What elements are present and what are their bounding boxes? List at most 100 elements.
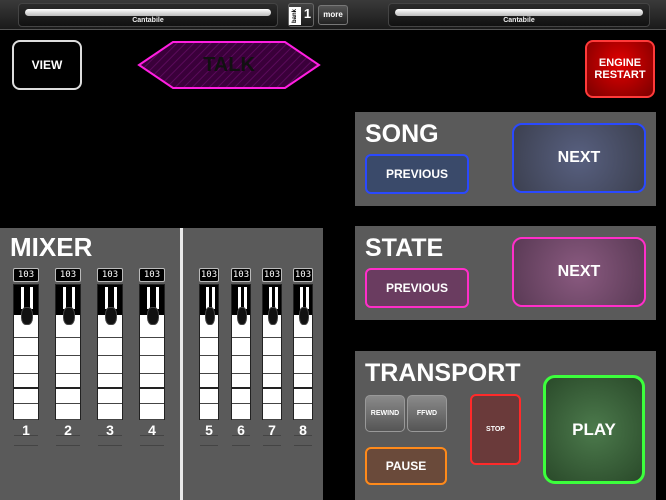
rewind-button[interactable]: REWIND: [365, 395, 405, 432]
fader-slit: [300, 287, 303, 309]
volume-fader[interactable]: [293, 284, 313, 446]
fader-scale-line: [140, 373, 164, 374]
fader-scale-line: [232, 403, 250, 404]
fader-scale-line: [98, 355, 122, 356]
volume-fader[interactable]: [13, 284, 39, 446]
fader-scale-line: [140, 337, 164, 338]
engine-restart-button[interactable]: ENGINE RESTART: [585, 40, 655, 98]
song-next-button[interactable]: NEXT: [512, 123, 646, 193]
fader-slit: [156, 287, 159, 309]
strip-level-meter: 103: [97, 268, 123, 282]
state-panel: STATE PREVIOUS NEXT: [355, 226, 656, 320]
fader-slit: [206, 287, 209, 309]
talk-button[interactable]: TALK: [137, 40, 321, 90]
strip-number: 8: [299, 422, 307, 438]
fader-knob[interactable]: [299, 307, 309, 325]
talk-hexagon-shape: [137, 41, 321, 89]
fader-knob[interactable]: [237, 307, 247, 325]
fader-scale-line: [200, 435, 218, 436]
fader-scale-line: [294, 435, 312, 436]
pause-button[interactable]: PAUSE: [365, 447, 447, 485]
fader-scale-line: [294, 445, 312, 446]
fader-scale-line: [263, 373, 281, 374]
fader-scale-line: [263, 435, 281, 436]
play-button[interactable]: PLAY: [543, 375, 645, 484]
fader-scale-line: [14, 387, 38, 389]
fader-scale-line: [56, 403, 80, 404]
bank-button[interactable]: bank 1: [288, 3, 314, 27]
fader-scale-line: [56, 355, 80, 356]
fader-slit: [147, 287, 150, 309]
song-panel: SONG PREVIOUS NEXT: [355, 112, 656, 206]
fader-scale-line: [263, 403, 281, 404]
fader-scale-line: [56, 435, 80, 436]
left-slot-slider[interactable]: Cantabile: [18, 3, 278, 27]
fader-scale-line: [14, 435, 38, 436]
fader-slit: [30, 287, 33, 309]
fader-knob[interactable]: [105, 307, 117, 325]
fader-scale-line: [98, 387, 122, 389]
left-slot-label: Cantabile: [132, 17, 164, 24]
fader-scale-line: [294, 403, 312, 404]
fader-knob[interactable]: [147, 307, 159, 325]
fader-slit: [63, 287, 66, 309]
fader-scale-line: [263, 355, 281, 356]
fader-scale-line: [294, 373, 312, 374]
fader-scale-line: [140, 445, 164, 446]
fader-scale-line: [98, 419, 122, 420]
fader-scale-line: [294, 337, 312, 338]
volume-fader[interactable]: [97, 284, 123, 446]
fader-slit: [269, 287, 272, 309]
left-slot-track[interactable]: [25, 9, 271, 16]
fader-scale-line: [200, 387, 218, 389]
fader-scale-line: [140, 355, 164, 356]
strip-number: 6: [237, 422, 245, 438]
fader-scale-line: [263, 419, 281, 420]
ffwd-button[interactable]: FFWD: [407, 395, 447, 432]
strip-level-meter: 103: [199, 268, 219, 282]
fader-scale-line: [98, 445, 122, 446]
more-button[interactable]: more: [318, 5, 348, 25]
fader-knob[interactable]: [21, 307, 33, 325]
strip-number: 3: [106, 422, 114, 438]
fader-scale-line: [14, 445, 38, 446]
mixer-divider: [180, 228, 183, 500]
mixer-title: MIXER: [10, 232, 93, 262]
strip-level-meter: 103: [293, 268, 313, 282]
right-slot-slider[interactable]: Cantabile: [388, 3, 650, 27]
fader-scale-line: [14, 419, 38, 420]
fader-knob[interactable]: [268, 307, 278, 325]
right-slot-track[interactable]: [395, 9, 643, 16]
fader-scale-line: [294, 355, 312, 356]
volume-fader[interactable]: [262, 284, 282, 446]
fader-knob[interactable]: [63, 307, 75, 325]
fader-scale-line: [200, 355, 218, 356]
talk-label: TALK: [203, 54, 255, 76]
view-button[interactable]: VIEW: [12, 40, 82, 90]
state-next-button[interactable]: NEXT: [512, 237, 646, 307]
fader-scale-line: [56, 445, 80, 446]
fader-knob[interactable]: [205, 307, 215, 325]
state-previous-button[interactable]: PREVIOUS: [365, 268, 469, 308]
fader-scale-line: [200, 373, 218, 374]
stop-button[interactable]: STOP: [470, 394, 521, 465]
right-slot-label: Cantabile: [503, 17, 535, 24]
fader-slit: [114, 287, 117, 309]
fader-scale-line: [56, 373, 80, 374]
volume-fader[interactable]: [199, 284, 219, 446]
strip-number: 7: [268, 422, 276, 438]
volume-fader[interactable]: [139, 284, 165, 446]
fader-scale-line: [14, 337, 38, 338]
song-previous-button[interactable]: PREVIOUS: [365, 154, 469, 194]
transport-panel: TRANSPORT REWIND FFWD STOP PAUSE PLAY: [355, 351, 656, 500]
strip-number: 5: [205, 422, 213, 438]
fader-scale-line: [56, 387, 80, 389]
fader-slit: [212, 287, 215, 309]
fader-slit: [105, 287, 108, 309]
volume-fader[interactable]: [231, 284, 251, 446]
fader-slit: [238, 287, 241, 309]
volume-fader[interactable]: [55, 284, 81, 446]
fader-scale-line: [98, 337, 122, 338]
fader-scale-line: [56, 337, 80, 338]
engine-restart-label-line2: RESTART: [594, 69, 646, 81]
